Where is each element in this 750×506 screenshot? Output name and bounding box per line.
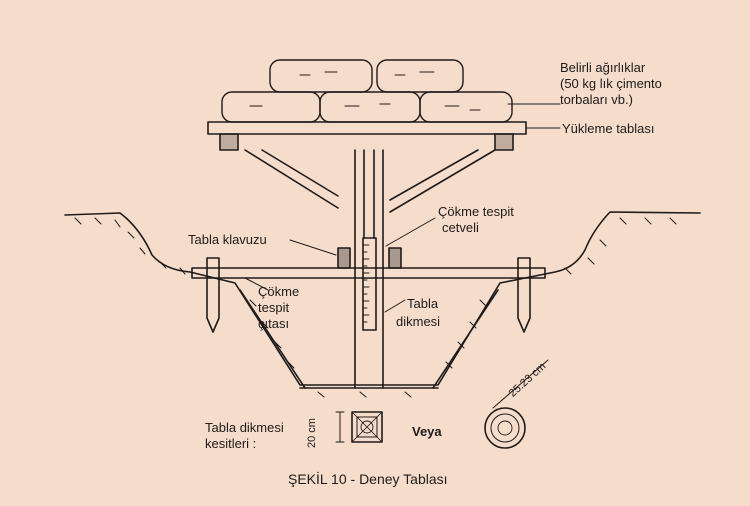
label-weights-1: Belirli ağırlıklar [560, 60, 646, 75]
label-or: Veya [412, 424, 442, 439]
table-block-right [494, 133, 514, 151]
figure-caption: ŞEKİL 10 - Deney Tablası [288, 471, 448, 487]
table-guide-left [337, 247, 351, 269]
pit-inner-wall-left [239, 289, 306, 389]
label-table-guide: Tabla klavuzu [188, 232, 267, 247]
settlement-strip [191, 267, 546, 279]
square-dim-line [335, 411, 345, 443]
brace-right [389, 149, 496, 213]
ground-hatching [74, 217, 677, 398]
table-guide-right [388, 247, 402, 269]
round-dim-line [492, 359, 549, 409]
label-settlement-ruler-1: Çökme tespit [438, 204, 514, 219]
label-settlement-strip-3: çıtası [258, 316, 290, 331]
label-settlement-ruler-2: cetveli [442, 220, 479, 235]
leader-lines [244, 103, 561, 313]
table-post [354, 149, 384, 389]
label-weights-3: torbaları vb.) [560, 92, 633, 107]
label-section-2: kesitleri : [205, 436, 257, 451]
label-loading-table: Yükleme tablası [562, 121, 655, 136]
ruler-ticks [362, 244, 370, 323]
pit-inner-wall-right [432, 289, 499, 389]
loading-table [207, 121, 527, 135]
cement-bags [221, 59, 513, 123]
ground-profile [64, 211, 701, 386]
table-post-inner [363, 149, 375, 239]
label-table-post-1: Tabla [407, 296, 439, 311]
brace-left [244, 149, 339, 209]
round-section [484, 407, 526, 449]
label-weights-2: (50 kg lık çimento [560, 76, 662, 91]
settlement-ruler [362, 237, 377, 331]
label-square-dim: 20 cm [306, 418, 318, 448]
stake-right [517, 257, 531, 333]
stake-left [206, 257, 220, 333]
label-settlement-strip-2: tespit [258, 300, 290, 315]
square-section [351, 411, 383, 443]
label-table-post-2: dikmesi [396, 314, 441, 329]
label-settlement-strip-1: Çökme [258, 284, 300, 299]
label-section-1: Tabla dikmesi [205, 420, 284, 435]
table-block-left [219, 133, 239, 151]
